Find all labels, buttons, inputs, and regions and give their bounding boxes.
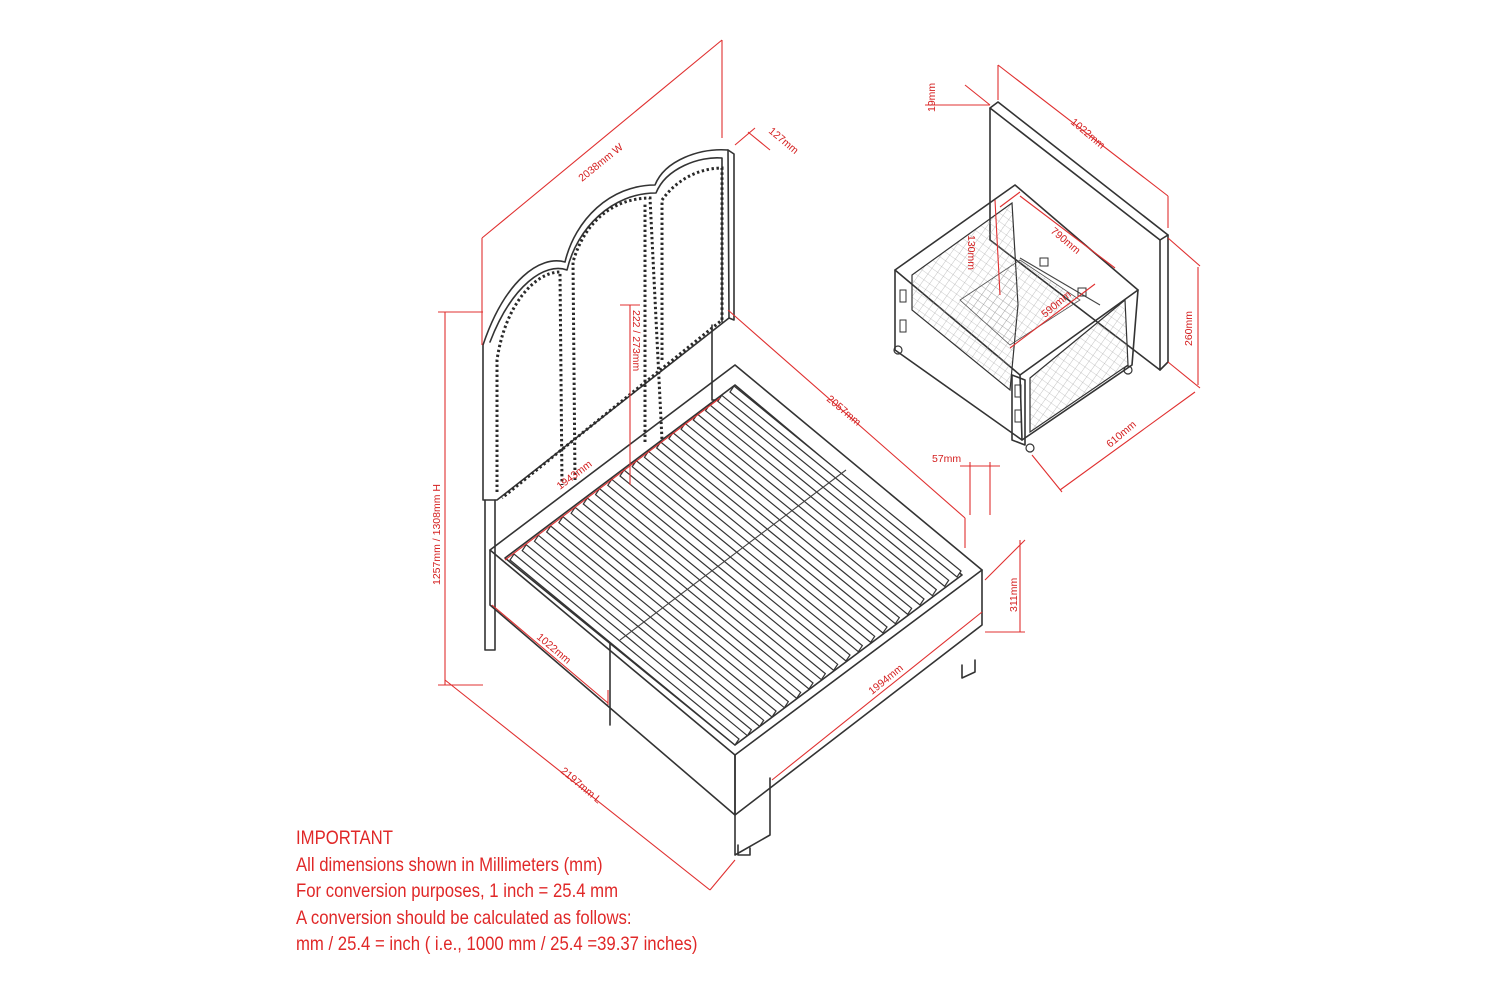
dimension-labels: 2038mm W 127mm 1257mm / 1308mm H 222 / 2…	[431, 83, 1195, 807]
dim-inner-height: 130mm	[965, 235, 977, 270]
dim-clearance: 222 / 273mm	[630, 310, 642, 372]
headboard	[482, 149, 735, 501]
dim-front-width: 1022mm	[1068, 116, 1107, 152]
dim-side-height: 311mm	[1008, 578, 1020, 612]
slat	[545, 525, 777, 718]
dim-rail-gap: 57mm	[932, 453, 961, 465]
dim-rail-length: 1994mm	[866, 662, 905, 697]
bed-drawing	[482, 149, 983, 856]
notes-heading: IMPORTANT	[296, 828, 393, 849]
slat	[716, 394, 950, 588]
slat	[606, 478, 839, 672]
slat	[533, 534, 765, 728]
bed-frame	[489, 364, 983, 856]
slat	[582, 497, 814, 690]
bed-slats	[509, 385, 962, 746]
stud-trim	[495, 166, 724, 500]
notes-line-4: mm / 25.4 = inch ( i.e., 1000 mm / 25.4 …	[296, 934, 698, 955]
slat	[521, 543, 753, 737]
notes-line-3: A conversion should be calculated as fol…	[296, 907, 632, 929]
drawer-drawing	[893, 101, 1169, 453]
important-notes: IMPORTANT All dimensions shown in Millim…	[296, 826, 697, 959]
dim-drawer-width: 1022mm	[534, 631, 573, 667]
slat	[558, 515, 790, 709]
slat	[729, 385, 962, 578]
dim-width: 2038mm W	[576, 141, 625, 184]
dim-panel-thickness: 19mm	[926, 83, 938, 112]
slat	[570, 506, 802, 700]
center-support	[619, 469, 847, 641]
dim-overall-length: 2197mm L	[558, 765, 604, 806]
dim-headboard-depth: 127mm	[766, 125, 801, 157]
notes-line-1: All dimensions shown in Millimeters (mm)	[296, 854, 603, 876]
slat	[594, 487, 827, 681]
notes-line-2: For conversion purposes, 1 inch = 25.4 m…	[296, 881, 619, 902]
dim-inner-length: 2057mm	[824, 393, 863, 429]
dim-drawer-height: 260mm	[1183, 311, 1195, 346]
slat	[509, 553, 740, 746]
dim-height: 1257mm / 1308mm H	[431, 484, 443, 585]
dimension-lines	[438, 39, 1201, 891]
